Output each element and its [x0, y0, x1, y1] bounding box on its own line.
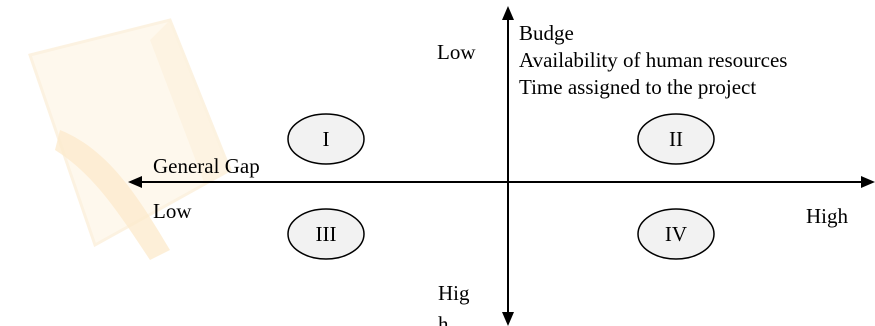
vertical-axis-high-label: Hig [438, 281, 470, 305]
quadrant-IV: IV [637, 208, 715, 260]
quadrant-II-label: II [669, 127, 683, 151]
dimension-time-assigned: Time assigned to the project [519, 75, 757, 99]
quadrant-IV-ellipse [637, 208, 715, 260]
horizontal-axis-arrow-right [861, 176, 875, 188]
vertical-axis-high-label-cutoff: h [438, 314, 449, 326]
quadrant-II: II [637, 113, 715, 165]
horizontal-axis-arrow-left [128, 176, 142, 188]
quadrant-I-ellipse [287, 113, 365, 165]
horizontal-axis-low-label: Low [153, 199, 192, 223]
horizontal-axis-title: General Gap [153, 154, 260, 178]
quadrant-II-ellipse [637, 113, 715, 165]
quadrant-I-label: I [323, 127, 330, 151]
watermark-logo [28, 18, 232, 260]
dimension-human-resources: Availability of human resources [519, 48, 788, 72]
quadrant-III: III [287, 208, 365, 260]
quadrant-III-ellipse [287, 208, 365, 260]
dimension-budget: Budge [519, 21, 574, 45]
horizontal-axis-high-label: High [806, 204, 848, 228]
vertical-axis-dimensions: Budge Availability of human resources Ti… [519, 20, 787, 101]
quadrant-I: I [287, 113, 365, 165]
quadrant-IV-label: IV [665, 222, 687, 246]
vertical-axis-low-label: Low [437, 40, 476, 64]
quadrant-III-label: III [316, 222, 337, 246]
vertical-axis-arrow-up [502, 6, 514, 20]
vertical-axis-arrow-down [502, 312, 514, 326]
